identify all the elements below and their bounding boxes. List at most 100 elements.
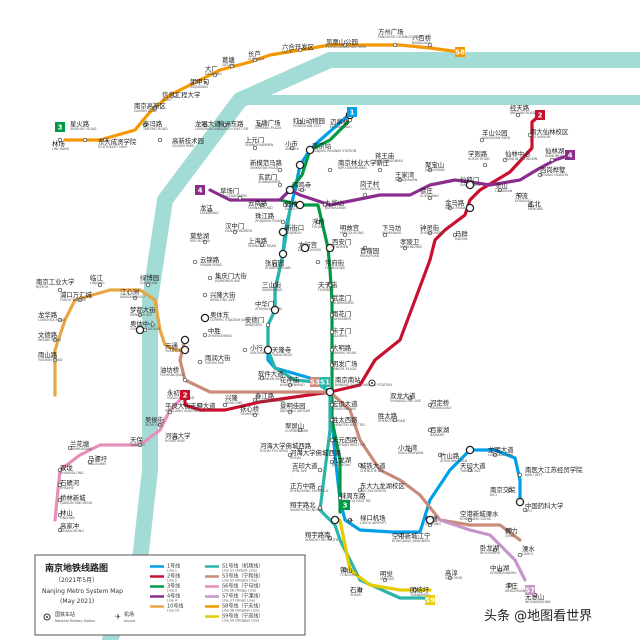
interchange-station[interactable]	[300, 243, 310, 253]
interchange-station[interactable]	[295, 160, 305, 170]
interchange-station[interactable]	[305, 145, 315, 155]
interchange-station[interactable]	[425, 515, 435, 525]
interchange-station[interactable]	[465, 180, 475, 190]
interchange-station[interactable]	[465, 445, 475, 455]
interchange-station[interactable]	[330, 515, 340, 525]
interchange-station[interactable]	[270, 305, 280, 315]
interchange-station[interactable]	[180, 345, 190, 355]
interchange-station[interactable]	[278, 249, 288, 259]
